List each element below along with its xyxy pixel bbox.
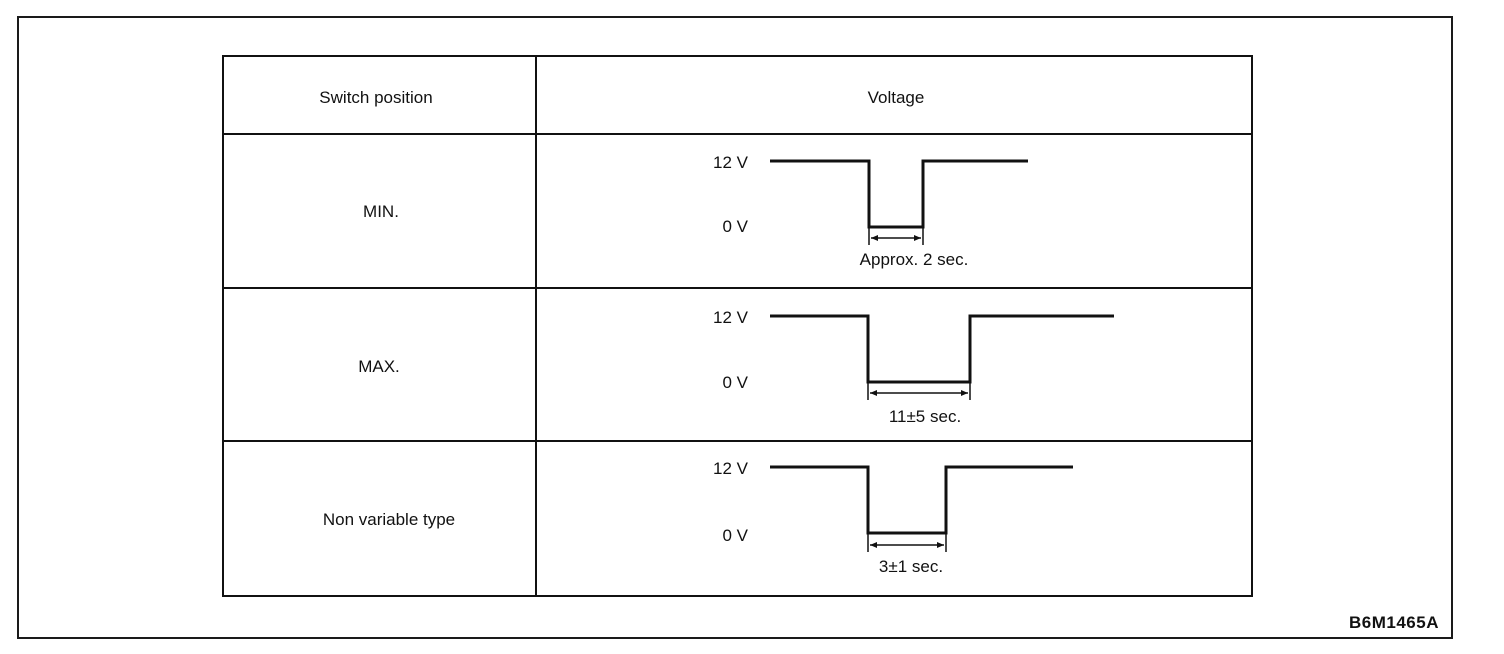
diagram-frame: B6M1465A (17, 16, 1453, 639)
voltage-pulse-waveform (770, 314, 1114, 384)
high-voltage-label: 12 V (713, 153, 749, 172)
switch-position-label: Non variable type (323, 510, 455, 529)
high-voltage-label: 12 V (713, 308, 749, 327)
high-voltage-label: 12 V (713, 459, 749, 478)
low-voltage-label: 0 V (722, 217, 748, 236)
header-voltage: Voltage (868, 88, 925, 107)
voltage-pulse-waveform (770, 159, 1028, 229)
low-voltage-label: 0 V (722, 526, 748, 545)
duration-label: 3±1 sec. (879, 557, 943, 576)
switch-position-label: MIN. (363, 202, 399, 221)
reference-code: B6M1465A (1349, 613, 1439, 632)
row-max: MAX. 12 V 0 V 11±5 sec. (358, 308, 1114, 426)
header-switch-position: Switch position (319, 88, 432, 107)
voltage-pulse-waveform (770, 465, 1073, 535)
row-min: MIN. 12 V 0 V Approx. 2 sec. (363, 153, 1028, 269)
duration-label: 11±5 sec. (889, 407, 961, 426)
switch-position-label: MAX. (358, 357, 400, 376)
low-voltage-label: 0 V (722, 373, 748, 392)
row-non-variable-type: Non variable type 12 V 0 V 3±1 sec. (323, 459, 1073, 576)
duration-label: Approx. 2 sec. (860, 250, 969, 269)
table-grid (222, 55, 1253, 597)
